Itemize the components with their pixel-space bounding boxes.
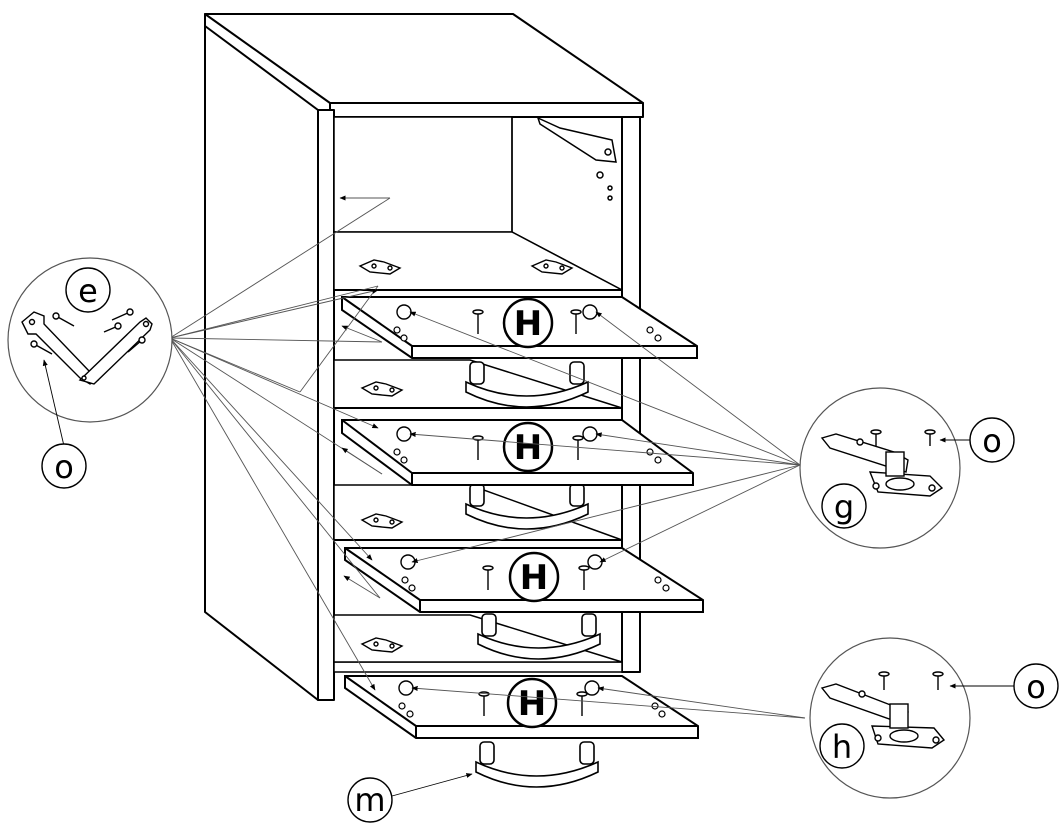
panel-label: H — [520, 558, 548, 598]
shelf-hinges — [358, 259, 574, 653]
cup-hinge-icon — [820, 671, 946, 749]
handle-icon — [475, 741, 599, 788]
door-panel-1: H — [341, 296, 698, 359]
callout-e: e — [7, 257, 173, 447]
panel-label-circle — [502, 421, 554, 473]
screw-icon — [878, 671, 890, 690]
screw-icon — [111, 308, 134, 321]
screw-icon — [482, 565, 494, 590]
door-panel-2: H — [341, 419, 694, 486]
hinge-plate-icon — [21, 308, 153, 385]
left-side-front-edge — [317, 109, 335, 701]
bottom-board — [333, 661, 623, 673]
callout-o-left: o — [41, 443, 87, 489]
callout-m: m — [347, 773, 473, 823]
callout-label-h: h — [832, 728, 852, 766]
callout-label-o: o — [54, 448, 74, 486]
top-hinge-bracket — [536, 116, 617, 201]
door-panels: H H H — [341, 296, 704, 739]
panel-label: H — [514, 304, 542, 344]
handle-icon — [477, 613, 601, 660]
screw-icon — [472, 309, 484, 334]
hinge-bracket-icon — [360, 381, 404, 397]
door-panel-4: H — [344, 675, 699, 739]
cup-hinge-icon — [820, 429, 944, 497]
callout-label-o: o — [1026, 668, 1046, 706]
back-panel — [333, 116, 513, 233]
panel-label: H — [518, 684, 546, 724]
hinge-bracket-icon — [358, 259, 402, 275]
screw-icon — [103, 322, 122, 333]
callout-label-m: m — [354, 781, 385, 819]
screw-icon — [570, 309, 582, 334]
hinge-bracket-icon — [530, 259, 574, 275]
screw-icon — [30, 340, 53, 355]
screw-icon — [52, 312, 75, 327]
screw-icon — [924, 429, 936, 446]
panel-label-circle — [502, 297, 554, 349]
screw-icon — [572, 435, 584, 460]
leader-lines — [169, 195, 806, 719]
callout-g: g — [799, 387, 970, 549]
screw-icon — [870, 429, 882, 446]
callout-o-h: o — [1013, 663, 1059, 709]
hinge-bracket-icon — [360, 637, 404, 653]
cabinet — [204, 13, 644, 701]
screw-icon — [472, 435, 484, 460]
screw-icon — [932, 671, 944, 690]
handles — [465, 361, 601, 788]
callout-label-o: o — [982, 422, 1002, 460]
screw-icon — [578, 565, 590, 590]
screw-icon — [127, 336, 146, 353]
callout-label-e: e — [78, 272, 98, 310]
panel-label-circle — [506, 677, 558, 729]
right-side-front-edge — [621, 116, 641, 673]
cabinet-top-edge — [329, 102, 644, 118]
screw-icon — [576, 691, 588, 716]
callout-label-g: g — [834, 488, 854, 526]
panel-label-circle — [508, 551, 560, 603]
panel-label: H — [514, 428, 542, 468]
left-side-panel — [204, 13, 319, 701]
callout-h: h — [809, 637, 1014, 799]
hinge-bracket-icon — [360, 513, 404, 529]
callout-o-g: o — [969, 417, 1015, 463]
door-panel-3: H — [344, 547, 704, 613]
